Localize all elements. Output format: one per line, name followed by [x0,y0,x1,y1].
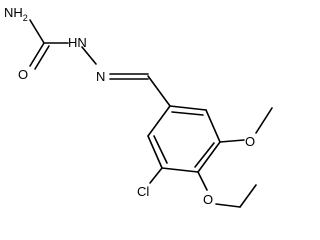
bond-amine-carbonyl [29,19,45,44]
bond-ethoxy-ch2 [215,203,241,208]
bonds [29,19,273,208]
bond-carbonyl-o-a [29,42,45,67]
bond-carbonyl-o-b [34,45,50,70]
molecule-diagram: NH2 HN N O O Cl O [4,5,273,208]
bond-ring-methoxy-o [219,139,245,143]
bond-ethoxy-ch3 [239,184,257,208]
bond-methoxy-ch3 [255,107,273,134]
label-ethoxy-o: O [203,192,213,207]
bond-ring-3-4 [197,141,221,173]
label-carbonyl-o: O [18,67,28,82]
bond-ring-ethoxy-o [197,171,208,191]
bond-ring-1-2-inner [171,111,204,116]
atom-labels: NH2 HN N O O Cl O [4,5,255,207]
bond-nh-n [81,46,97,65]
structure-drawing: NH2 HN N O O Cl O [4,5,273,208]
bond-ring-4-5 [161,167,199,173]
label-amine: NH2 [4,5,28,23]
label-hydrazide-nh: HN [68,35,87,50]
bond-ch-ring [147,75,171,107]
bond-ring-6-1 [147,105,171,137]
label-methoxy-o: O [245,134,255,149]
bond-ring-3-4-inner [194,142,215,168]
bond-ring-1-2 [169,105,207,111]
label-chloro: Cl [137,184,149,199]
bond-ring-cl [149,167,163,184]
bond-ring-5-6-inner [153,135,168,164]
label-imine-n: N [96,69,105,84]
bond-ring-2-3 [205,109,221,143]
bond-ring-5-6 [147,135,163,169]
